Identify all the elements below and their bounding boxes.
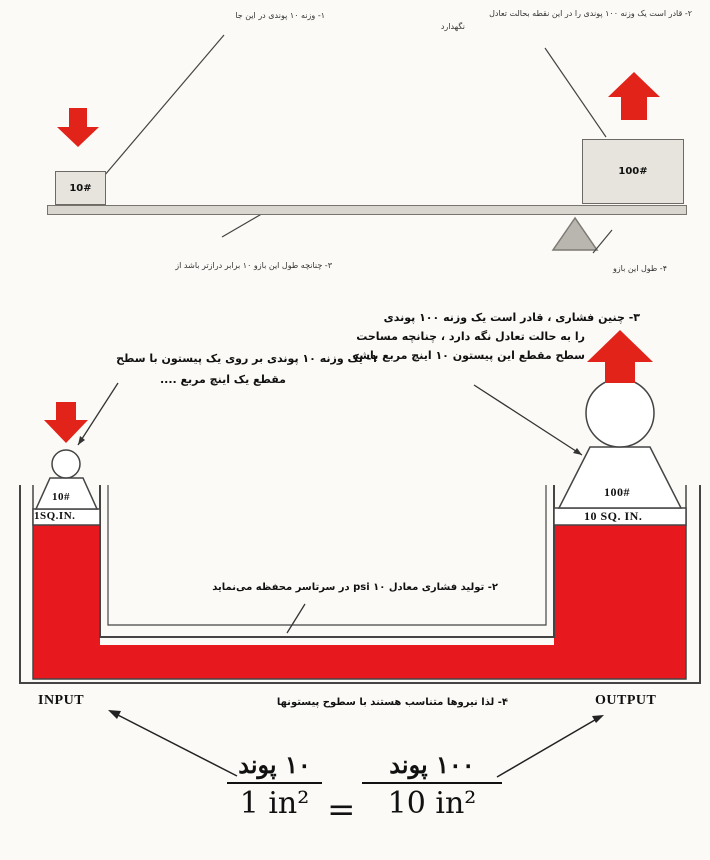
small-ball — [51, 449, 81, 479]
pointer-line — [221, 211, 266, 238]
down-arrow-icon — [57, 108, 99, 147]
fraction-bar — [362, 782, 502, 784]
large-lever-weight: 100# — [582, 139, 684, 204]
lever-note-1: ۱- وزنه ۱۰ پوندی در این جا — [235, 11, 325, 20]
equation-right-fraction: ۱۰۰ پوند 10 in² — [362, 750, 502, 821]
pointer-line — [544, 47, 607, 138]
pointer-line — [286, 603, 306, 634]
fulcrum-triangle — [551, 216, 599, 251]
arrowhead-icon — [592, 715, 604, 723]
equation-left-fraction: ۱۰ پوند 1 in² — [227, 750, 322, 821]
equals-sign: = — [327, 790, 356, 830]
output-label: OUTPUT — [595, 693, 657, 708]
large-weight-label: 100# — [604, 485, 630, 499]
hydraulic-note-3-line2: را به حالت تعادل نگه دارد ، چنانچه مساحت — [356, 330, 585, 343]
input-label: INPUT — [38, 693, 85, 708]
small-piston-label: 1SQ.IN. — [34, 510, 76, 522]
left-column-wall — [99, 485, 555, 638]
vessel-outer-wall — [19, 485, 701, 684]
small-weight-label: 10# — [52, 491, 70, 503]
hydraulic-note-3-line1: ۳- چنین فشاری ، قادر است یک وزنه ۱۰۰ پون… — [383, 311, 640, 324]
small-weight — [34, 477, 99, 510]
pointer-line — [103, 34, 225, 177]
small-lever-weight: 10# — [55, 171, 106, 205]
lever-note-4: ۴- طول این بازو — [612, 264, 667, 273]
hydraulic-note-2: ۲- تولید فشاری معادل psi ۱۰ در سرتاسر مح… — [212, 582, 498, 593]
pointer-line — [77, 382, 119, 446]
pointer-line — [592, 229, 613, 254]
arrowhead-icon — [108, 710, 121, 719]
up-arrow-icon — [608, 72, 660, 120]
lever-note-3: ۳- چنانچه طول این بازو ۱۰ برابر درازتر ب… — [175, 261, 332, 270]
right-numerator: ۱۰۰ پوند — [389, 750, 475, 779]
hydraulic-fluid — [33, 525, 686, 679]
lever-bar — [47, 205, 687, 215]
down-arrow-icon — [44, 402, 88, 443]
pointer-line — [473, 384, 583, 456]
hydraulic-note-4: ۴- لذا نیروها متناسب هستند با سطوح پیستو… — [276, 697, 508, 708]
right-column-wall — [107, 485, 547, 626]
arrowhead-icon — [78, 436, 85, 445]
hydraulic-note-1-line2: مقطع یک اینچ مربع .... — [159, 373, 286, 386]
lever-note-2-line1: ۲- قادر است یک وزنه ۱۰۰ پوندی را در این … — [489, 9, 692, 18]
large-ball — [585, 378, 655, 448]
large-weight — [557, 446, 683, 509]
lever-note-2-line2: نگهدارد — [440, 22, 465, 31]
vessel-inner-wall — [32, 485, 687, 680]
left-numerator: ۱۰ پوند — [238, 750, 311, 779]
right-denominator: 10 in² — [387, 786, 477, 821]
arrowhead-icon — [573, 448, 582, 455]
arrow-to-output — [496, 716, 601, 778]
up-arrow-icon — [587, 330, 653, 383]
left-denominator: 1 in² — [239, 786, 310, 821]
fraction-bar — [227, 782, 322, 784]
arrow-to-input — [111, 711, 238, 777]
hydraulic-note-1-line1: ۱- یک وزنه ۱۰ پوندی بر روی یک پیستون با … — [116, 352, 378, 365]
large-piston-label: 10 SQ. IN. — [584, 509, 643, 523]
hydraulic-note-3-line3: سطح مقطع این پیستون ۱۰ اینچ مربع باشد — [352, 349, 585, 362]
